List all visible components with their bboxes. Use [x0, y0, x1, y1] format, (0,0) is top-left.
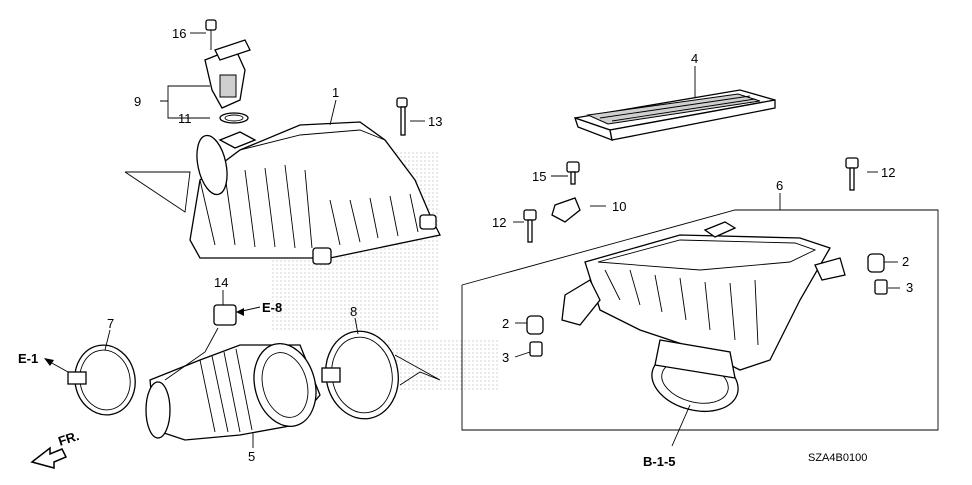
- ref-front: FR.: [56, 428, 81, 449]
- intake-duct-5: [145, 343, 321, 441]
- diagram-code: SZA4B0100: [808, 452, 867, 464]
- leader-lines: [104, 32, 900, 448]
- air-cleaner-case-6: [461, 209, 939, 431]
- bolt-12-right: [845, 157, 859, 191]
- bolt-13: [396, 97, 408, 136]
- air-cleaner-cover-1: [189, 121, 441, 265]
- part-label-15: 15: [532, 169, 546, 184]
- bolt-16: [205, 19, 217, 50]
- collar-3-left: [529, 341, 543, 357]
- grommet-2-right: [867, 253, 885, 273]
- clip-14: [213, 304, 237, 326]
- part-label-2-right: 2: [902, 254, 909, 269]
- part-label-16: 16: [172, 26, 186, 41]
- part-label-1: 1: [332, 85, 339, 100]
- ref-e8: E-8: [262, 300, 282, 315]
- part-label-5: 5: [248, 449, 255, 464]
- e1-arrow: [44, 358, 69, 373]
- part-label-11: 11: [178, 111, 192, 126]
- o-ring-11: [219, 112, 249, 124]
- ref-b15: B-1-5: [643, 454, 676, 469]
- ref-e1: E-1: [18, 351, 38, 366]
- part-label-4: 4: [691, 51, 698, 66]
- grommet-2-left: [526, 315, 544, 335]
- front-arrow-icon: [30, 446, 68, 469]
- part-label-6: 6: [776, 178, 783, 193]
- air-filter-element-4: [573, 89, 776, 142]
- part-numbers: 16 9 11 1 13 4 15 12 10 12 6 2 3 2 3 14 …: [107, 26, 913, 464]
- part-label-3-left: 3: [502, 350, 509, 365]
- hose-clamp-7: [67, 344, 136, 416]
- mass-airflow-sensor-10: [204, 39, 251, 109]
- section-references: E-1 E-8 B-1-5 FR. SZA4B0100: [18, 300, 867, 469]
- part-label-3-right: 3: [906, 280, 913, 295]
- part-label-9: 10: [612, 199, 626, 214]
- hose-clamp-8: [321, 330, 399, 420]
- e8-pointer: [236, 306, 261, 316]
- part-label-13: 13: [428, 114, 442, 129]
- bolt-12-left: [523, 209, 537, 243]
- part-label-2-left: 2: [502, 316, 509, 331]
- part-label-7: 7: [107, 316, 114, 331]
- collar-3-right: [874, 279, 888, 295]
- part-label-14: 14: [214, 275, 228, 290]
- bracket-9: [551, 197, 581, 223]
- part-label-12-left: 12: [492, 215, 506, 230]
- part-label-12-right: 12: [881, 165, 895, 180]
- bolt-15: [566, 161, 580, 185]
- part-label-8: 8: [350, 304, 357, 319]
- part-label-10: 9: [134, 94, 141, 109]
